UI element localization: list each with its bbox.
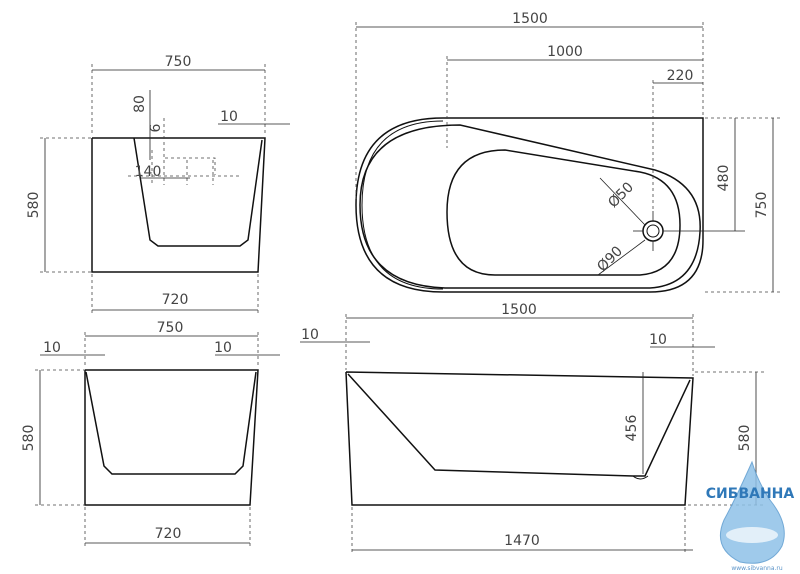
end-width-top: 750 <box>157 320 184 336</box>
front-wall-offset: 10 <box>220 109 238 125</box>
end-height: 580 <box>21 425 37 452</box>
top-width: 750 <box>754 192 770 219</box>
top-dia-drain: Ø90 <box>594 243 626 275</box>
front-width-top: 750 <box>165 54 192 70</box>
front-overflow-width: 140 <box>135 164 162 180</box>
top-view: 1500 1000 220 480 750 Ø50 Ø90 <box>355 11 780 293</box>
side-wall-right: 10 <box>649 332 667 348</box>
end-view: 750 10 10 580 720 <box>21 320 280 548</box>
side-length-bottom: 1470 <box>504 533 540 549</box>
top-length: 1500 <box>512 11 548 27</box>
front-overflow-depth: 80 <box>132 95 148 113</box>
top-drain-width: 480 <box>716 165 732 192</box>
end-wall-left: 10 <box>43 340 61 356</box>
logo-url: www.sibvanna.ru <box>731 565 783 572</box>
side-length-top: 1500 <box>501 302 537 318</box>
end-width-bottom: 720 <box>155 526 182 542</box>
logo-brand: СИБВАННА <box>706 486 795 502</box>
front-height: 580 <box>26 192 42 219</box>
front-view: 750 10 80 6 140 580 720 <box>26 54 290 316</box>
top-dia-overflow: Ø50 <box>605 179 637 211</box>
front-width-bottom: 720 <box>162 292 189 308</box>
end-wall-right: 10 <box>214 340 232 356</box>
side-wall-left: 10 <box>301 327 319 343</box>
side-inner-depth: 456 <box>624 415 640 442</box>
side-view: 1500 10 10 456 580 1470 <box>300 302 765 555</box>
top-drain-offset: 220 <box>667 68 694 84</box>
top-inner-length: 1000 <box>547 44 583 60</box>
sibvanna-logo: СИБВАННА www.sibvanna.ru <box>706 460 795 572</box>
side-height: 580 <box>737 425 753 452</box>
front-overflow-small: 6 <box>148 123 164 132</box>
water-drop-icon <box>720 460 785 564</box>
